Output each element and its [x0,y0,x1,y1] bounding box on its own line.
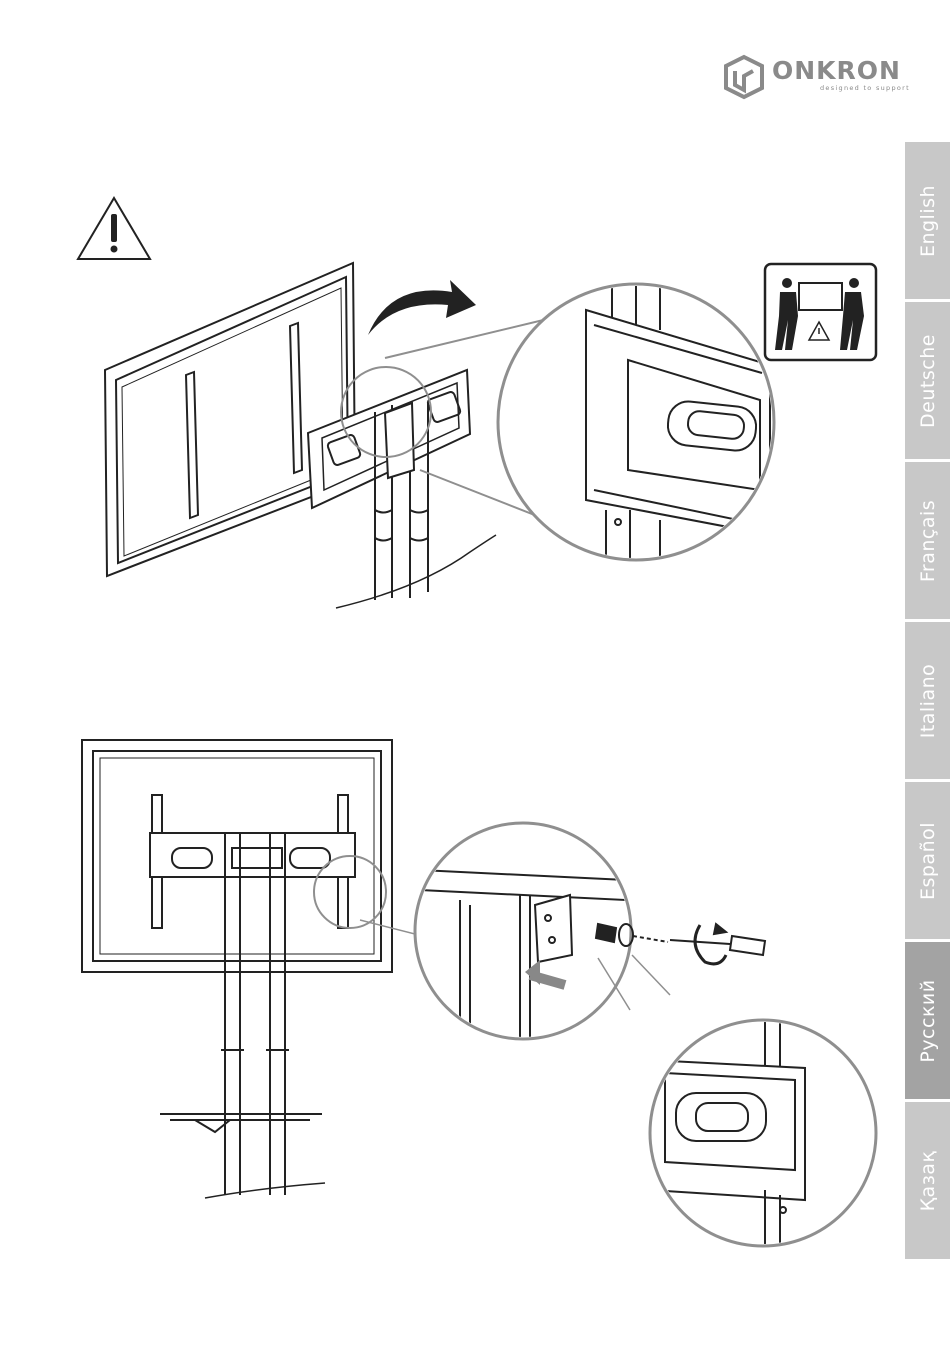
tab-label: Français [917,499,939,581]
tab-label: Қазақ [917,1150,939,1211]
tab-espanol[interactable]: Español [905,782,950,939]
two-person-lift-icon [765,264,876,360]
tab-label: Deutsche [917,334,939,428]
bracket-detail-zoom [650,1020,876,1250]
tab-label: Español [917,821,939,899]
tab-russian[interactable]: Русский [905,942,950,1099]
language-tab-bar: English Deutsche Français Italiano Españ… [905,142,950,1262]
tab-label: Italiano [917,663,939,738]
tab-italiano[interactable]: Italiano [905,622,950,779]
tab-deutsche[interactable]: Deutsche [905,302,950,459]
tab-english[interactable]: English [905,142,950,299]
tab-francais[interactable]: Français [905,462,950,619]
warning-triangle-icon [78,198,150,259]
tab-kazakh[interactable]: Қазақ [905,1102,950,1259]
tv-tilted-illustration [105,263,496,608]
rotate-arrow-icon [368,280,476,335]
instruction-illustrations [0,0,900,1348]
tab-label: English [917,184,939,256]
tv-on-stand-illustration [82,740,392,1198]
tab-label: Русский [917,979,939,1062]
top-detail-zoom [498,280,774,570]
